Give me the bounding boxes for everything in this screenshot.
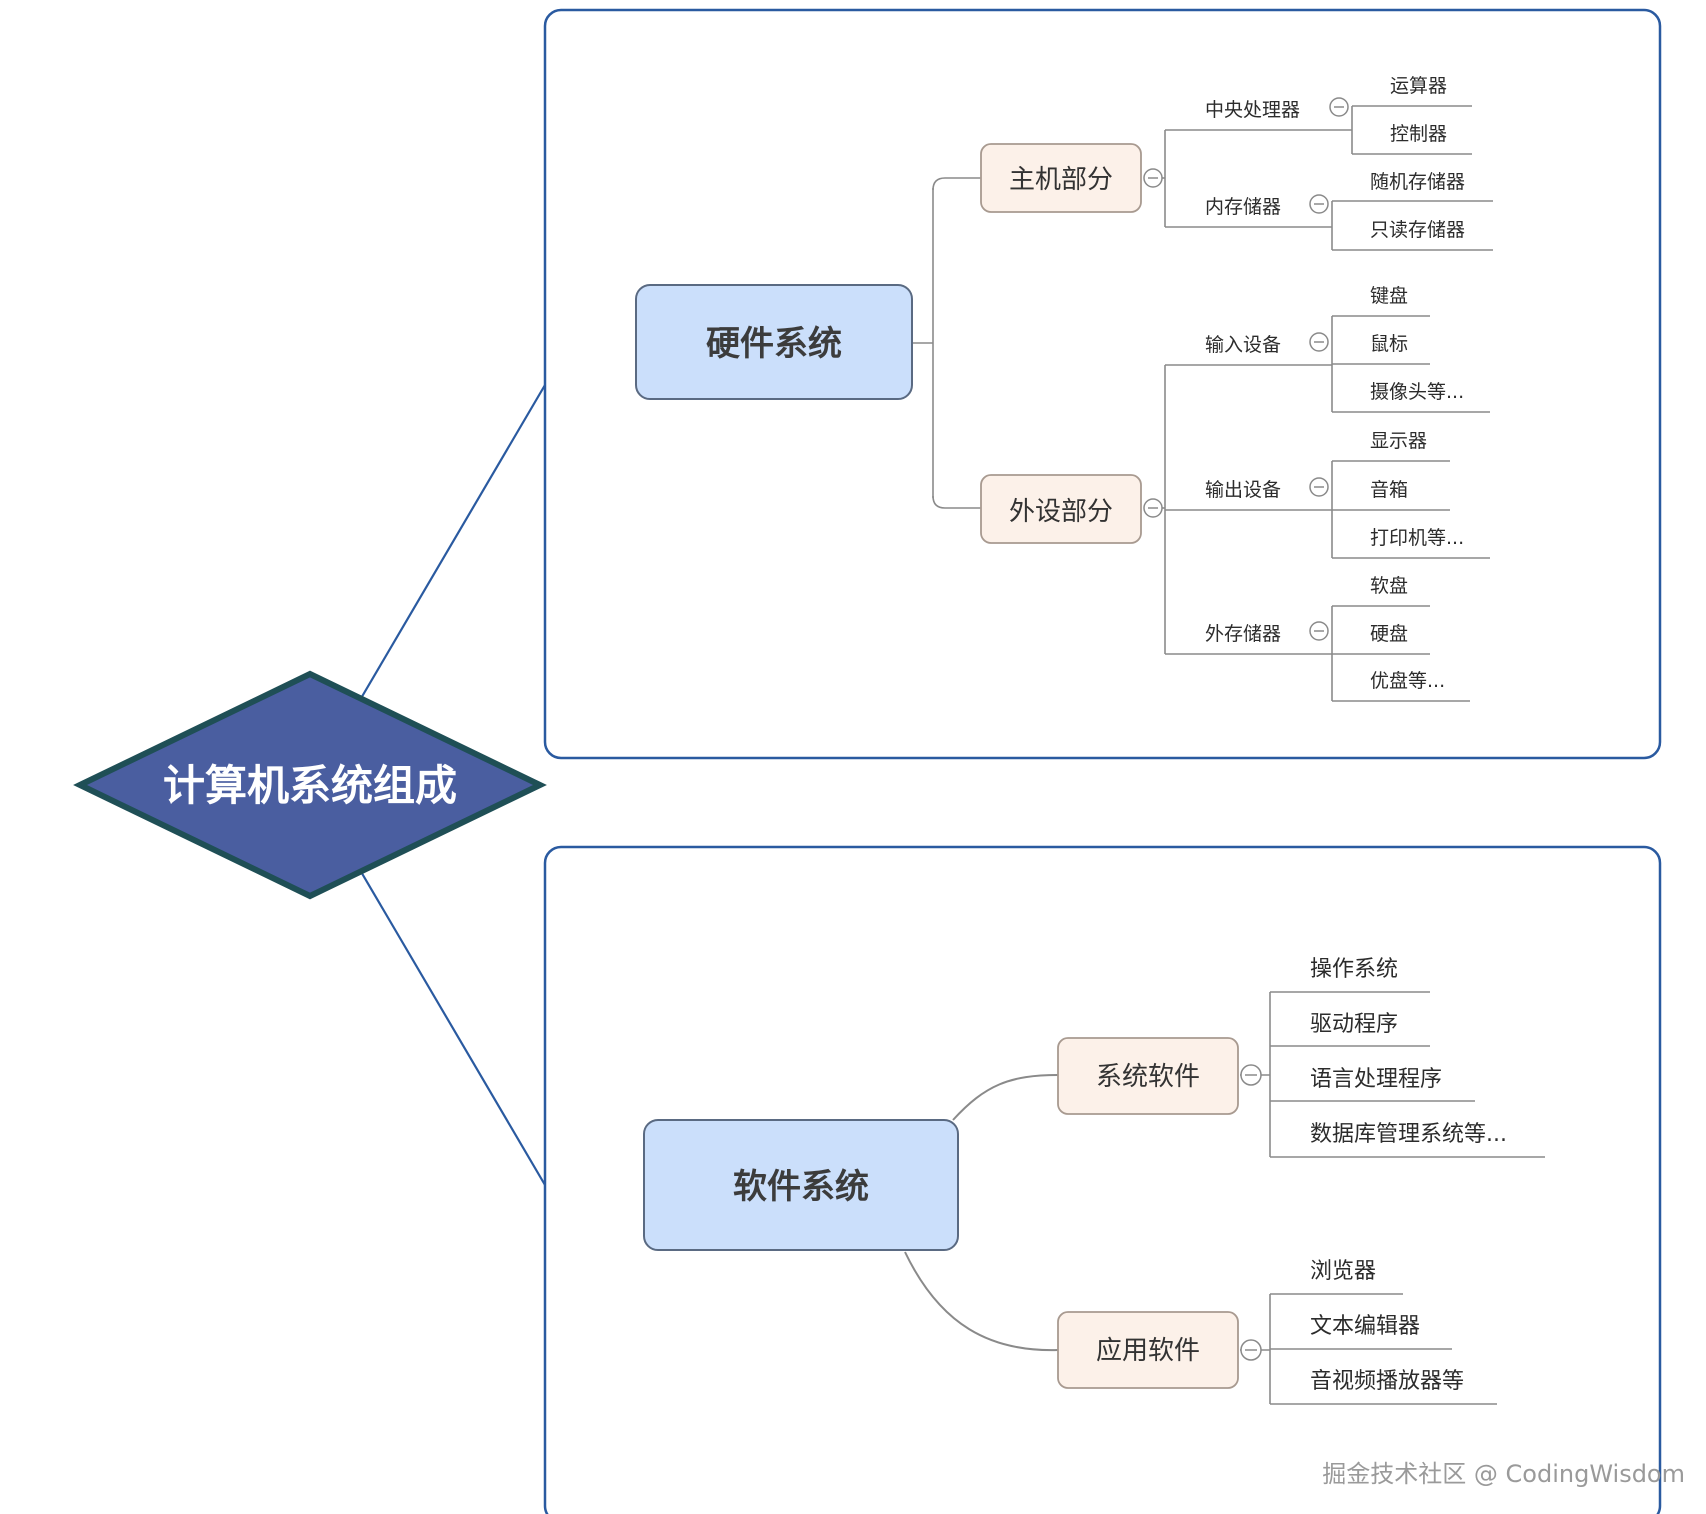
host-node[interactable]: 主机部分: [980, 143, 1142, 213]
memory-label[interactable]: 内存储器: [1205, 196, 1281, 218]
memory-item-0[interactable]: 随机存储器: [1370, 171, 1465, 193]
system-software-item-1[interactable]: 驱动程序: [1310, 1012, 1398, 1037]
memory-item-1[interactable]: 只读存储器: [1370, 219, 1465, 241]
peripheral-node[interactable]: 外设部分: [980, 474, 1142, 544]
system-software-item-2[interactable]: 语言处理程序: [1310, 1067, 1442, 1092]
peripheral-collapse-icon[interactable]: [1143, 498, 1163, 518]
host-label: 主机部分: [1009, 165, 1113, 195]
root-to-hardware-link: [359, 384, 546, 701]
cpu-label[interactable]: 中央处理器: [1205, 99, 1300, 121]
cpu-item-0[interactable]: 运算器: [1390, 75, 1447, 97]
input-item-1[interactable]: 鼠标: [1370, 333, 1408, 355]
application-software-collapse-icon[interactable]: [1240, 1339, 1262, 1361]
input-collapse-icon[interactable]: [1309, 332, 1329, 352]
output-item-1[interactable]: 音箱: [1370, 479, 1408, 501]
application-software-node[interactable]: 应用软件: [1057, 1311, 1239, 1389]
hardware-label: 硬件系统: [706, 324, 842, 364]
cpu-collapse-icon[interactable]: [1329, 97, 1349, 117]
software-node[interactable]: 软件系统: [643, 1119, 959, 1251]
peripheral-label: 外设部分: [1009, 497, 1113, 527]
storage-label[interactable]: 外存储器: [1205, 623, 1281, 645]
root-node: 计算机系统组成: [73, 670, 547, 900]
system-software-node[interactable]: 系统软件: [1057, 1037, 1239, 1115]
input-item-0[interactable]: 键盘: [1370, 285, 1408, 307]
watermark-text: 掘金技术社区 @ CodingWisdom: [1322, 1460, 1685, 1488]
system-software-item-0[interactable]: 操作系统: [1310, 957, 1398, 982]
system-software-label: 系统软件: [1096, 1062, 1200, 1092]
software-label: 软件系统: [733, 1167, 869, 1207]
output-collapse-icon[interactable]: [1309, 477, 1329, 497]
storage-item-0[interactable]: 软盘: [1370, 575, 1408, 597]
application-software-label: 应用软件: [1096, 1336, 1200, 1366]
root-to-software-link: [359, 869, 546, 1186]
host-collapse-icon[interactable]: [1143, 168, 1163, 188]
hardware-node[interactable]: 硬件系统: [635, 284, 913, 400]
cpu-item-1[interactable]: 控制器: [1390, 123, 1447, 145]
memory-collapse-icon[interactable]: [1309, 194, 1329, 214]
output-item-2[interactable]: 打印机等...: [1370, 527, 1464, 549]
application-software-item-0[interactable]: 浏览器: [1310, 1259, 1376, 1284]
storage-collapse-icon[interactable]: [1309, 621, 1329, 641]
storage-item-1[interactable]: 硬盘: [1370, 623, 1408, 645]
output-item-0[interactable]: 显示器: [1370, 430, 1427, 452]
system-software-collapse-icon[interactable]: [1240, 1064, 1262, 1086]
system-software-item-3[interactable]: 数据库管理系统等...: [1310, 1122, 1507, 1147]
hardware-frame: [543, 8, 1662, 760]
application-software-item-2[interactable]: 音视频播放器等: [1310, 1369, 1464, 1394]
input-label[interactable]: 输入设备: [1205, 334, 1281, 356]
input-item-2[interactable]: 摄像头等...: [1370, 381, 1464, 403]
output-label[interactable]: 输出设备: [1205, 479, 1281, 501]
storage-item-2[interactable]: 优盘等...: [1370, 670, 1445, 692]
root-label: 计算机系统组成: [163, 761, 457, 810]
application-software-item-1[interactable]: 文本编辑器: [1310, 1314, 1420, 1339]
